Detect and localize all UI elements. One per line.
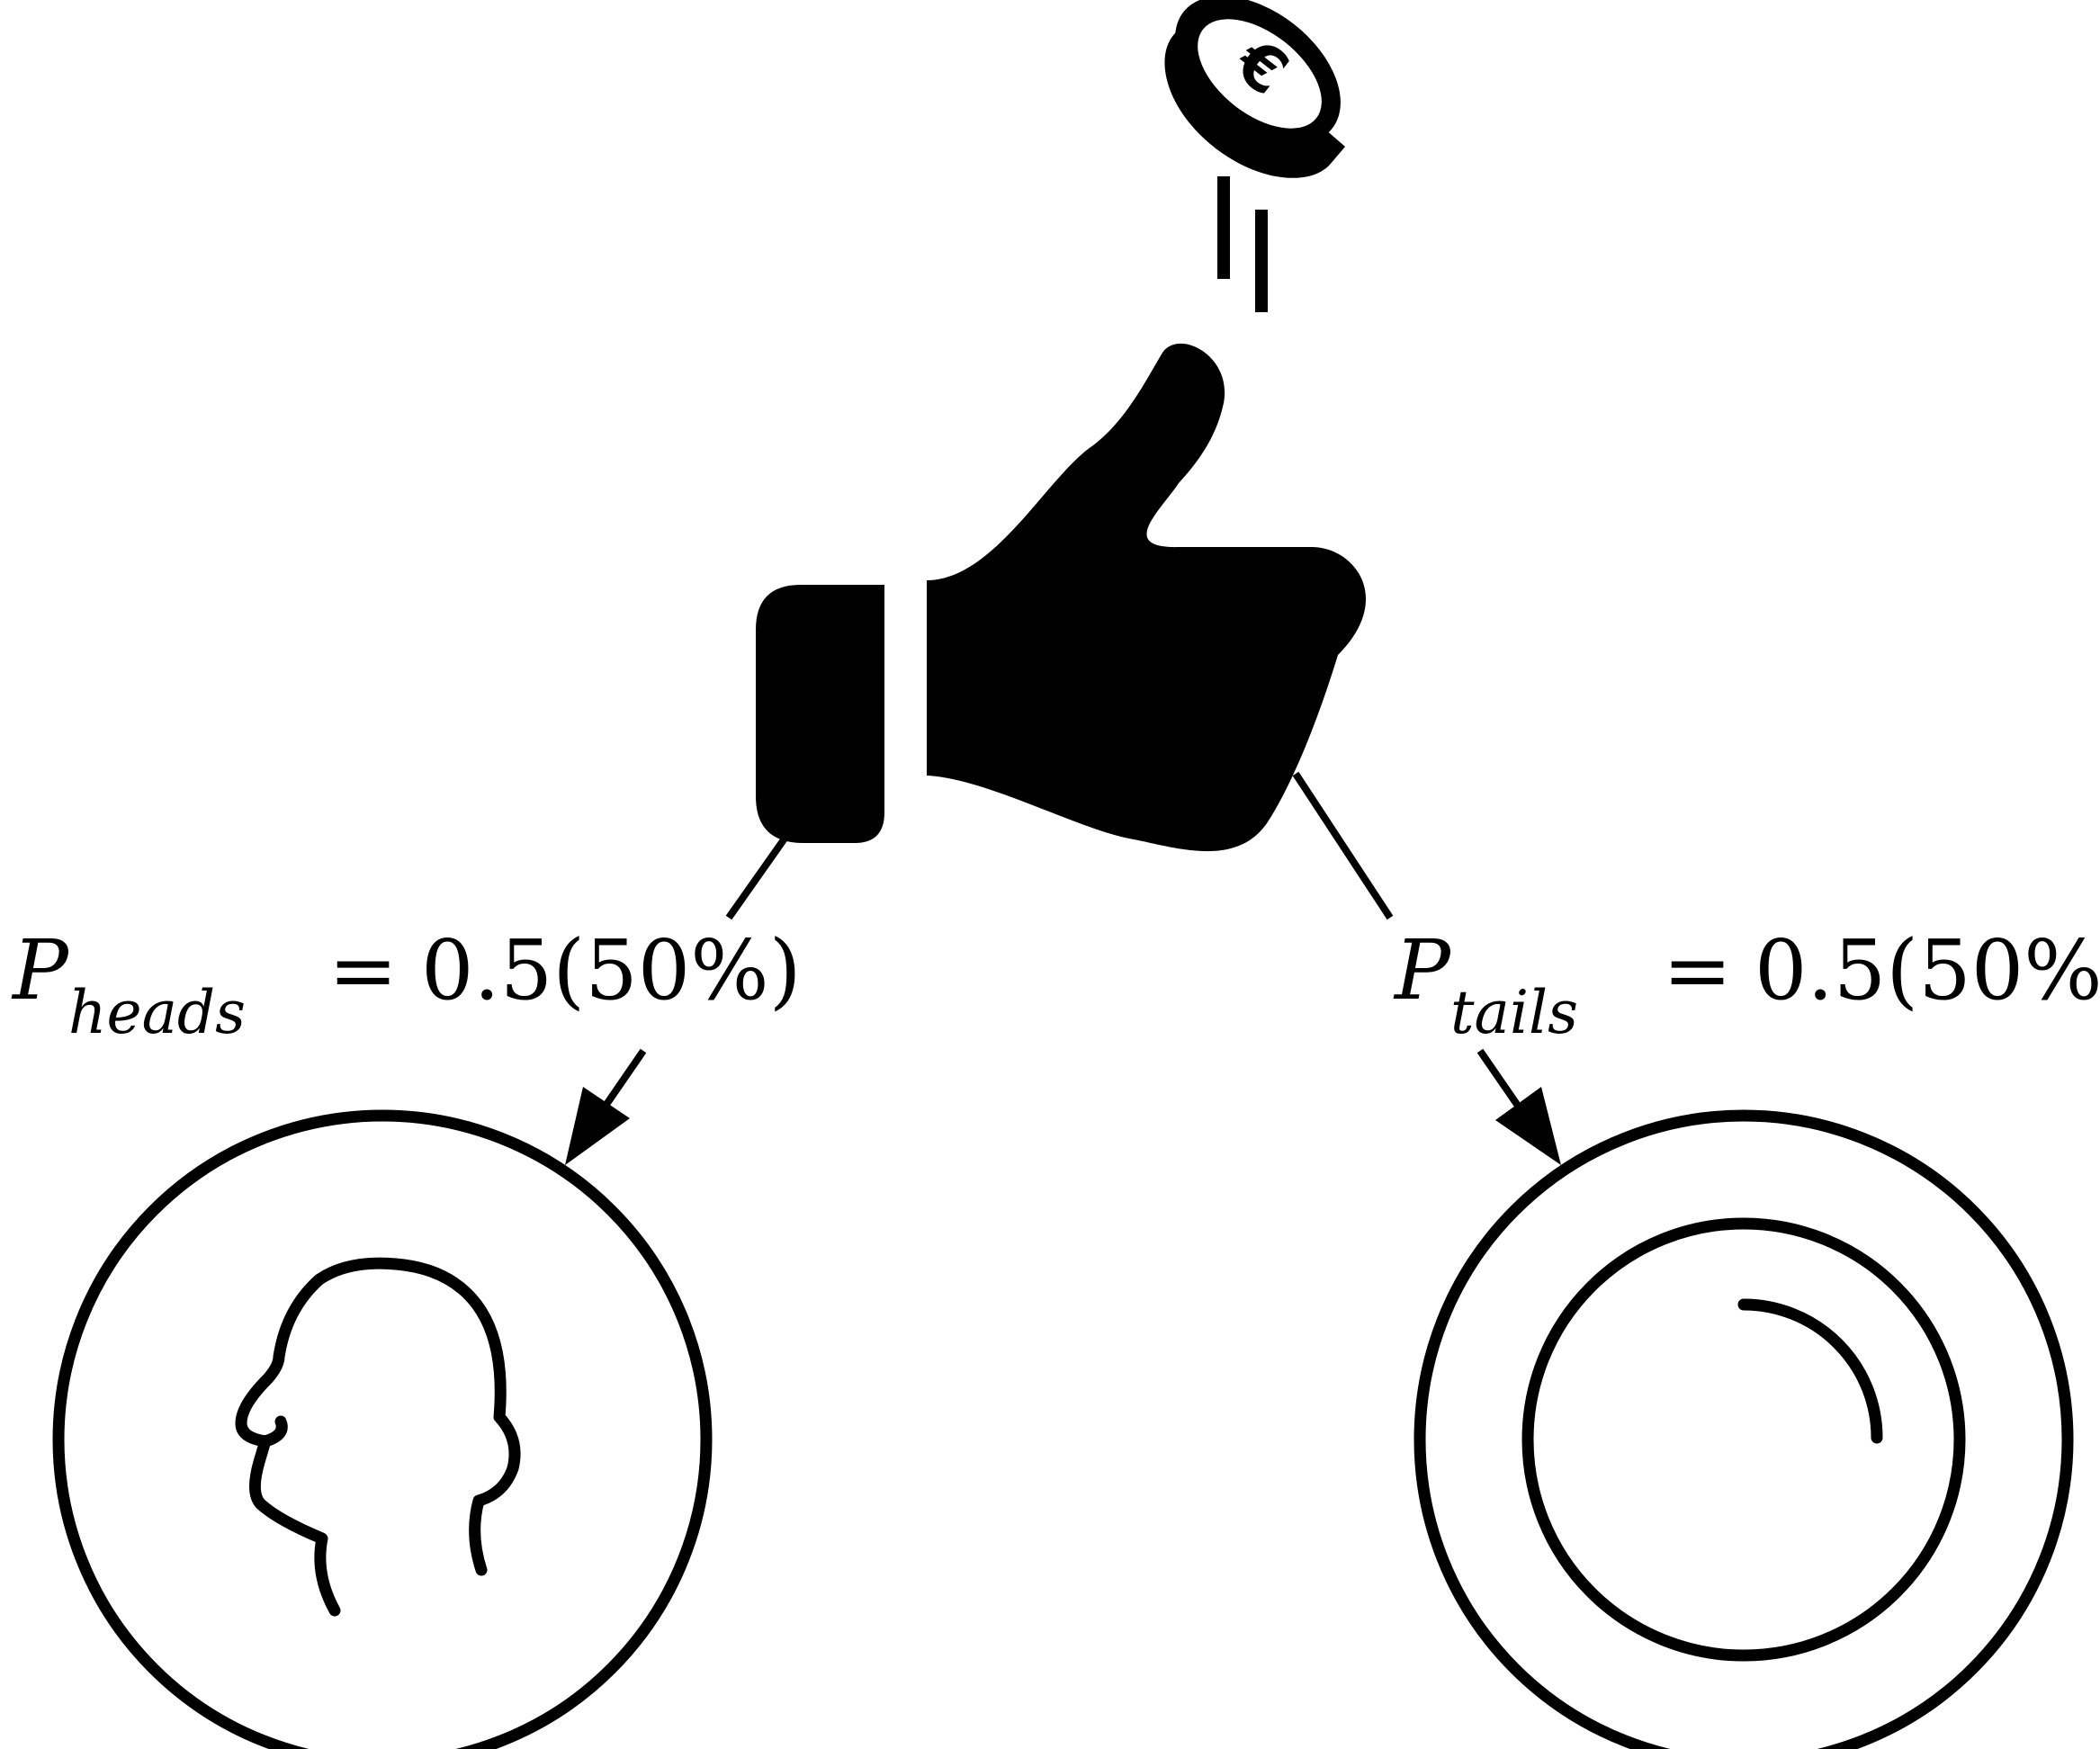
head-nose-detail: [259, 1415, 288, 1448]
arrowhead-heads: [565, 1087, 630, 1165]
motion-line-left: [1217, 176, 1230, 279]
coin-tails-icon: [1521, 1217, 1966, 1662]
euro-coin-icon: €: [1164, 0, 1345, 178]
arrowhead-tails: [1495, 1087, 1561, 1165]
tails-coin-rim: [1413, 1109, 2074, 1749]
arrow-heads: [565, 836, 788, 1165]
label-heads: P heads = 0.5(50%): [11, 922, 802, 1047]
tails-coin-arc: [1737, 1298, 1883, 1444]
heads-coin-rim: [52, 1109, 713, 1749]
thumbs-up-hand-icon: [756, 343, 1367, 852]
head-profile-icon: [235, 1257, 521, 1617]
heads-coin: [52, 1109, 713, 1749]
label-tails: P tails = 0.5(50%): [1393, 922, 2100, 1047]
motion-line-right: [1255, 210, 1268, 312]
motion-lines: [1217, 176, 1268, 312]
tails-coin: [1413, 1109, 2074, 1749]
arrow-tails: [1292, 771, 1561, 1165]
